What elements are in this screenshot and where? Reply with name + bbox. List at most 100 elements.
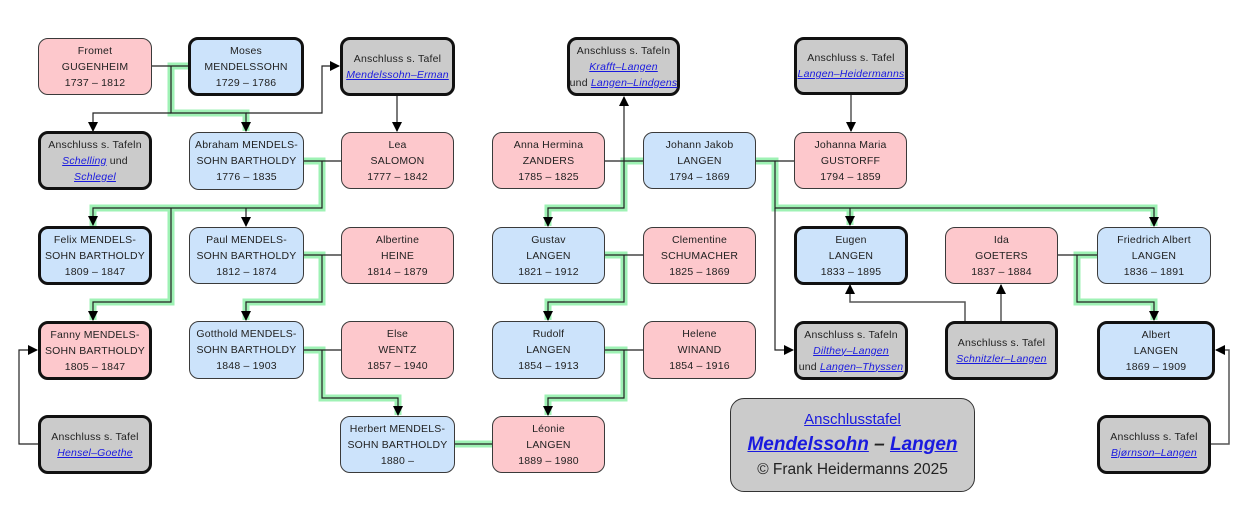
surname: SALOMON bbox=[370, 154, 425, 167]
surname: SOHN BARTHOLDY bbox=[196, 155, 297, 167]
person-felix-mendelssohn-bartholdy: Felix MENDELS- SOHN BARTHOLDY 1809 – 184… bbox=[38, 226, 152, 285]
first-name: Eugen bbox=[835, 233, 867, 246]
ref-label: Anschluss s. Tafel bbox=[1110, 430, 1198, 443]
link-schelling[interactable]: Schelling bbox=[62, 154, 107, 167]
person-ida-goeters: Ida GOETERS 1837 – 1884 bbox=[945, 227, 1058, 284]
link-schnitzler-langen[interactable]: Schnitzler–Langen bbox=[956, 352, 1047, 365]
life-dates: 1880 – bbox=[380, 454, 415, 467]
ref-langen-heidermanns: Anschluss s. Tafel Langen–Heidermanns bbox=[794, 37, 908, 95]
life-dates: 1737 – 1812 bbox=[64, 76, 126, 89]
descent-rudolf-leonie bbox=[543, 350, 625, 416]
first-name: Else bbox=[386, 328, 409, 340]
first-name: Albertine bbox=[375, 233, 420, 246]
link-dilthey-langen[interactable]: Dilthey–Langen bbox=[813, 344, 889, 357]
person-lea-salomon: Lea SALOMON 1777 – 1842 bbox=[341, 132, 454, 189]
first-name: Herbert MENDELS- bbox=[349, 422, 446, 435]
life-dates: 1848 – 1903 bbox=[216, 360, 277, 372]
person-moses-mendelssohn: Moses MENDELSSOHN 1729 – 1786 bbox=[188, 37, 304, 96]
person-gustav-langen: Gustav LANGEN 1821 – 1912 bbox=[492, 227, 605, 284]
link-langen-lindgens[interactable]: Langen–Lindgens bbox=[590, 76, 678, 89]
ref-label: Anschluss s. Tafel bbox=[51, 430, 139, 443]
surname: GUSTORFF bbox=[820, 154, 881, 167]
link-langen-heidermanns[interactable]: Langen–Heidermanns bbox=[797, 68, 905, 80]
person-fanny-mendelssohn-bartholdy: Fanny MENDELS- SOHN BARTHOLDY 1805 – 184… bbox=[38, 321, 152, 380]
ref-label: Anschluss s. Tafel bbox=[353, 52, 442, 65]
link-to-erman bbox=[246, 61, 340, 114]
person-friedrich-albert-langen: Friedrich Albert LANGEN 1836 – 1891 bbox=[1097, 227, 1211, 284]
first-name: Felix MENDELS- bbox=[53, 233, 137, 246]
descent-abraham-felix bbox=[88, 161, 323, 226]
mendelssohn-link[interactable]: Mendelssohn bbox=[747, 434, 869, 455]
link-krafft-langen[interactable]: Krafft–Langen bbox=[589, 60, 658, 73]
surname: LANGEN bbox=[1133, 344, 1179, 357]
descent-gotthold-herbert bbox=[321, 350, 403, 416]
first-name: Friedrich Albert bbox=[1117, 233, 1191, 246]
person-albert-langen: Albert LANGEN 1869 – 1909 bbox=[1097, 321, 1215, 380]
surname: SOHN BARTHOLDY bbox=[196, 344, 297, 356]
descent-friedrich-albert bbox=[1076, 255, 1159, 321]
life-dates: 1854 – 1913 bbox=[518, 360, 579, 372]
ref-hensel-goethe: Anschluss s. Tafel Hensel–Goethe bbox=[38, 415, 152, 474]
link-mendelssohn-erman[interactable]: Mendelssohn–Erman bbox=[346, 68, 449, 81]
life-dates: 1777 – 1842 bbox=[367, 170, 428, 183]
link-to-schelling bbox=[88, 112, 171, 132]
ref-schnitzler-langen: Anschluss s. Tafel Schnitzler–Langen bbox=[945, 321, 1058, 380]
first-name: Johann Jakob bbox=[665, 138, 734, 151]
surname: ZANDERS bbox=[522, 154, 575, 167]
surname: SCHUMACHER bbox=[660, 249, 739, 262]
life-dates: 1776 – 1835 bbox=[216, 171, 277, 183]
person-leonie-langen: Léonie LANGEN 1889 – 1980 bbox=[492, 416, 605, 473]
person-abraham-mendelssohn-bartholdy: Abraham MENDELS- SOHN BARTHOLDY 1776 – 1… bbox=[189, 132, 304, 190]
surname: LANGEN bbox=[526, 438, 571, 451]
surname: WINAND bbox=[677, 344, 722, 356]
first-name: Fromet bbox=[77, 44, 113, 57]
copyright: © Frank Heidermanns 2025 bbox=[757, 461, 948, 478]
surname: HEINE bbox=[380, 249, 415, 262]
ref-bjornson-langen: Anschluss s. Tafel Bjørnson–Langen bbox=[1097, 415, 1211, 474]
life-dates: 1825 – 1869 bbox=[669, 265, 730, 278]
und-text: und bbox=[109, 154, 128, 167]
link-schlegel[interactable]: Schlegel bbox=[74, 170, 116, 183]
life-dates: 1833 – 1895 bbox=[820, 265, 882, 278]
life-dates: 1854 – 1916 bbox=[669, 360, 730, 372]
link-bjornson-langen[interactable]: Bjørnson–Langen bbox=[1111, 446, 1197, 459]
life-dates: 1814 – 1879 bbox=[367, 265, 428, 278]
person-johann-jakob-langen: Johann Jakob LANGEN 1794 – 1869 bbox=[643, 132, 756, 189]
life-dates: 1837 – 1884 bbox=[971, 265, 1032, 278]
person-herbert-mendelssohn-bartholdy: Herbert MENDELS- SOHN BARTHOLDY 1880 – bbox=[340, 416, 455, 473]
ref-label: Anschluss s. Tafeln bbox=[576, 44, 671, 57]
link-langen-thyssen[interactable]: Langen–Thyssen bbox=[819, 360, 904, 373]
surname: LANGEN bbox=[828, 249, 874, 262]
surname: SOHN BARTHOLDY bbox=[347, 438, 448, 451]
first-name: Ida bbox=[993, 233, 1010, 246]
ref-mendelssohn-erman: Anschluss s. Tafel Mendelssohn–Erman bbox=[340, 37, 455, 96]
person-gotthold-mendelssohn-bartholdy: Gotthold MENDELS- SOHN BARTHOLDY 1848 – … bbox=[189, 321, 304, 379]
langen-link[interactable]: Langen bbox=[889, 434, 958, 455]
surname: WENTZ bbox=[378, 344, 417, 356]
first-name: Moses bbox=[230, 44, 262, 57]
person-clementine-schumacher: Clementine SCHUMACHER 1825 – 1869 bbox=[643, 227, 756, 284]
descent-johann-friedrich bbox=[774, 161, 1159, 227]
surname: MENDELSSOHN bbox=[204, 60, 288, 73]
person-helene-winand: Helene WINAND 1854 – 1916 bbox=[643, 321, 756, 379]
descent-abraham-fanny bbox=[88, 208, 172, 321]
surname: LANGEN bbox=[677, 154, 722, 167]
surname: SOHN BARTHOLDY bbox=[196, 249, 297, 262]
person-rudolf-langen: Rudolf LANGEN 1854 – 1913 bbox=[492, 321, 605, 379]
person-paul-mendelssohn-bartholdy: Paul MENDELS- SOHN BARTHOLDY 1812 – 1874 bbox=[189, 227, 304, 284]
descent-paul-gotthold bbox=[241, 255, 323, 321]
life-dates: 1821 – 1912 bbox=[518, 265, 579, 278]
person-else-wentz: Else WENTZ 1857 – 1940 bbox=[341, 321, 454, 379]
life-dates: 1729 – 1786 bbox=[215, 76, 277, 89]
first-name: Gustav bbox=[531, 233, 566, 246]
first-name: Fanny MENDELS- bbox=[50, 328, 140, 341]
title-names: Mendelssohn – Langen bbox=[747, 431, 957, 459]
anschlusstafel-link[interactable]: Anschlusstafel bbox=[804, 411, 901, 428]
person-johanna-maria-gustorff: Johanna Maria GUSTORFF 1794 – 1859 bbox=[794, 132, 907, 189]
surname: SOHN BARTHOLDY bbox=[44, 249, 146, 262]
surname: LANGEN bbox=[526, 249, 571, 262]
ref-label: Anschluss s. Tafel bbox=[807, 52, 895, 64]
descent-moses-abraham bbox=[170, 66, 251, 132]
link-hensel-goethe[interactable]: Hensel–Goethe bbox=[57, 446, 133, 459]
first-name: Clementine bbox=[671, 233, 728, 246]
